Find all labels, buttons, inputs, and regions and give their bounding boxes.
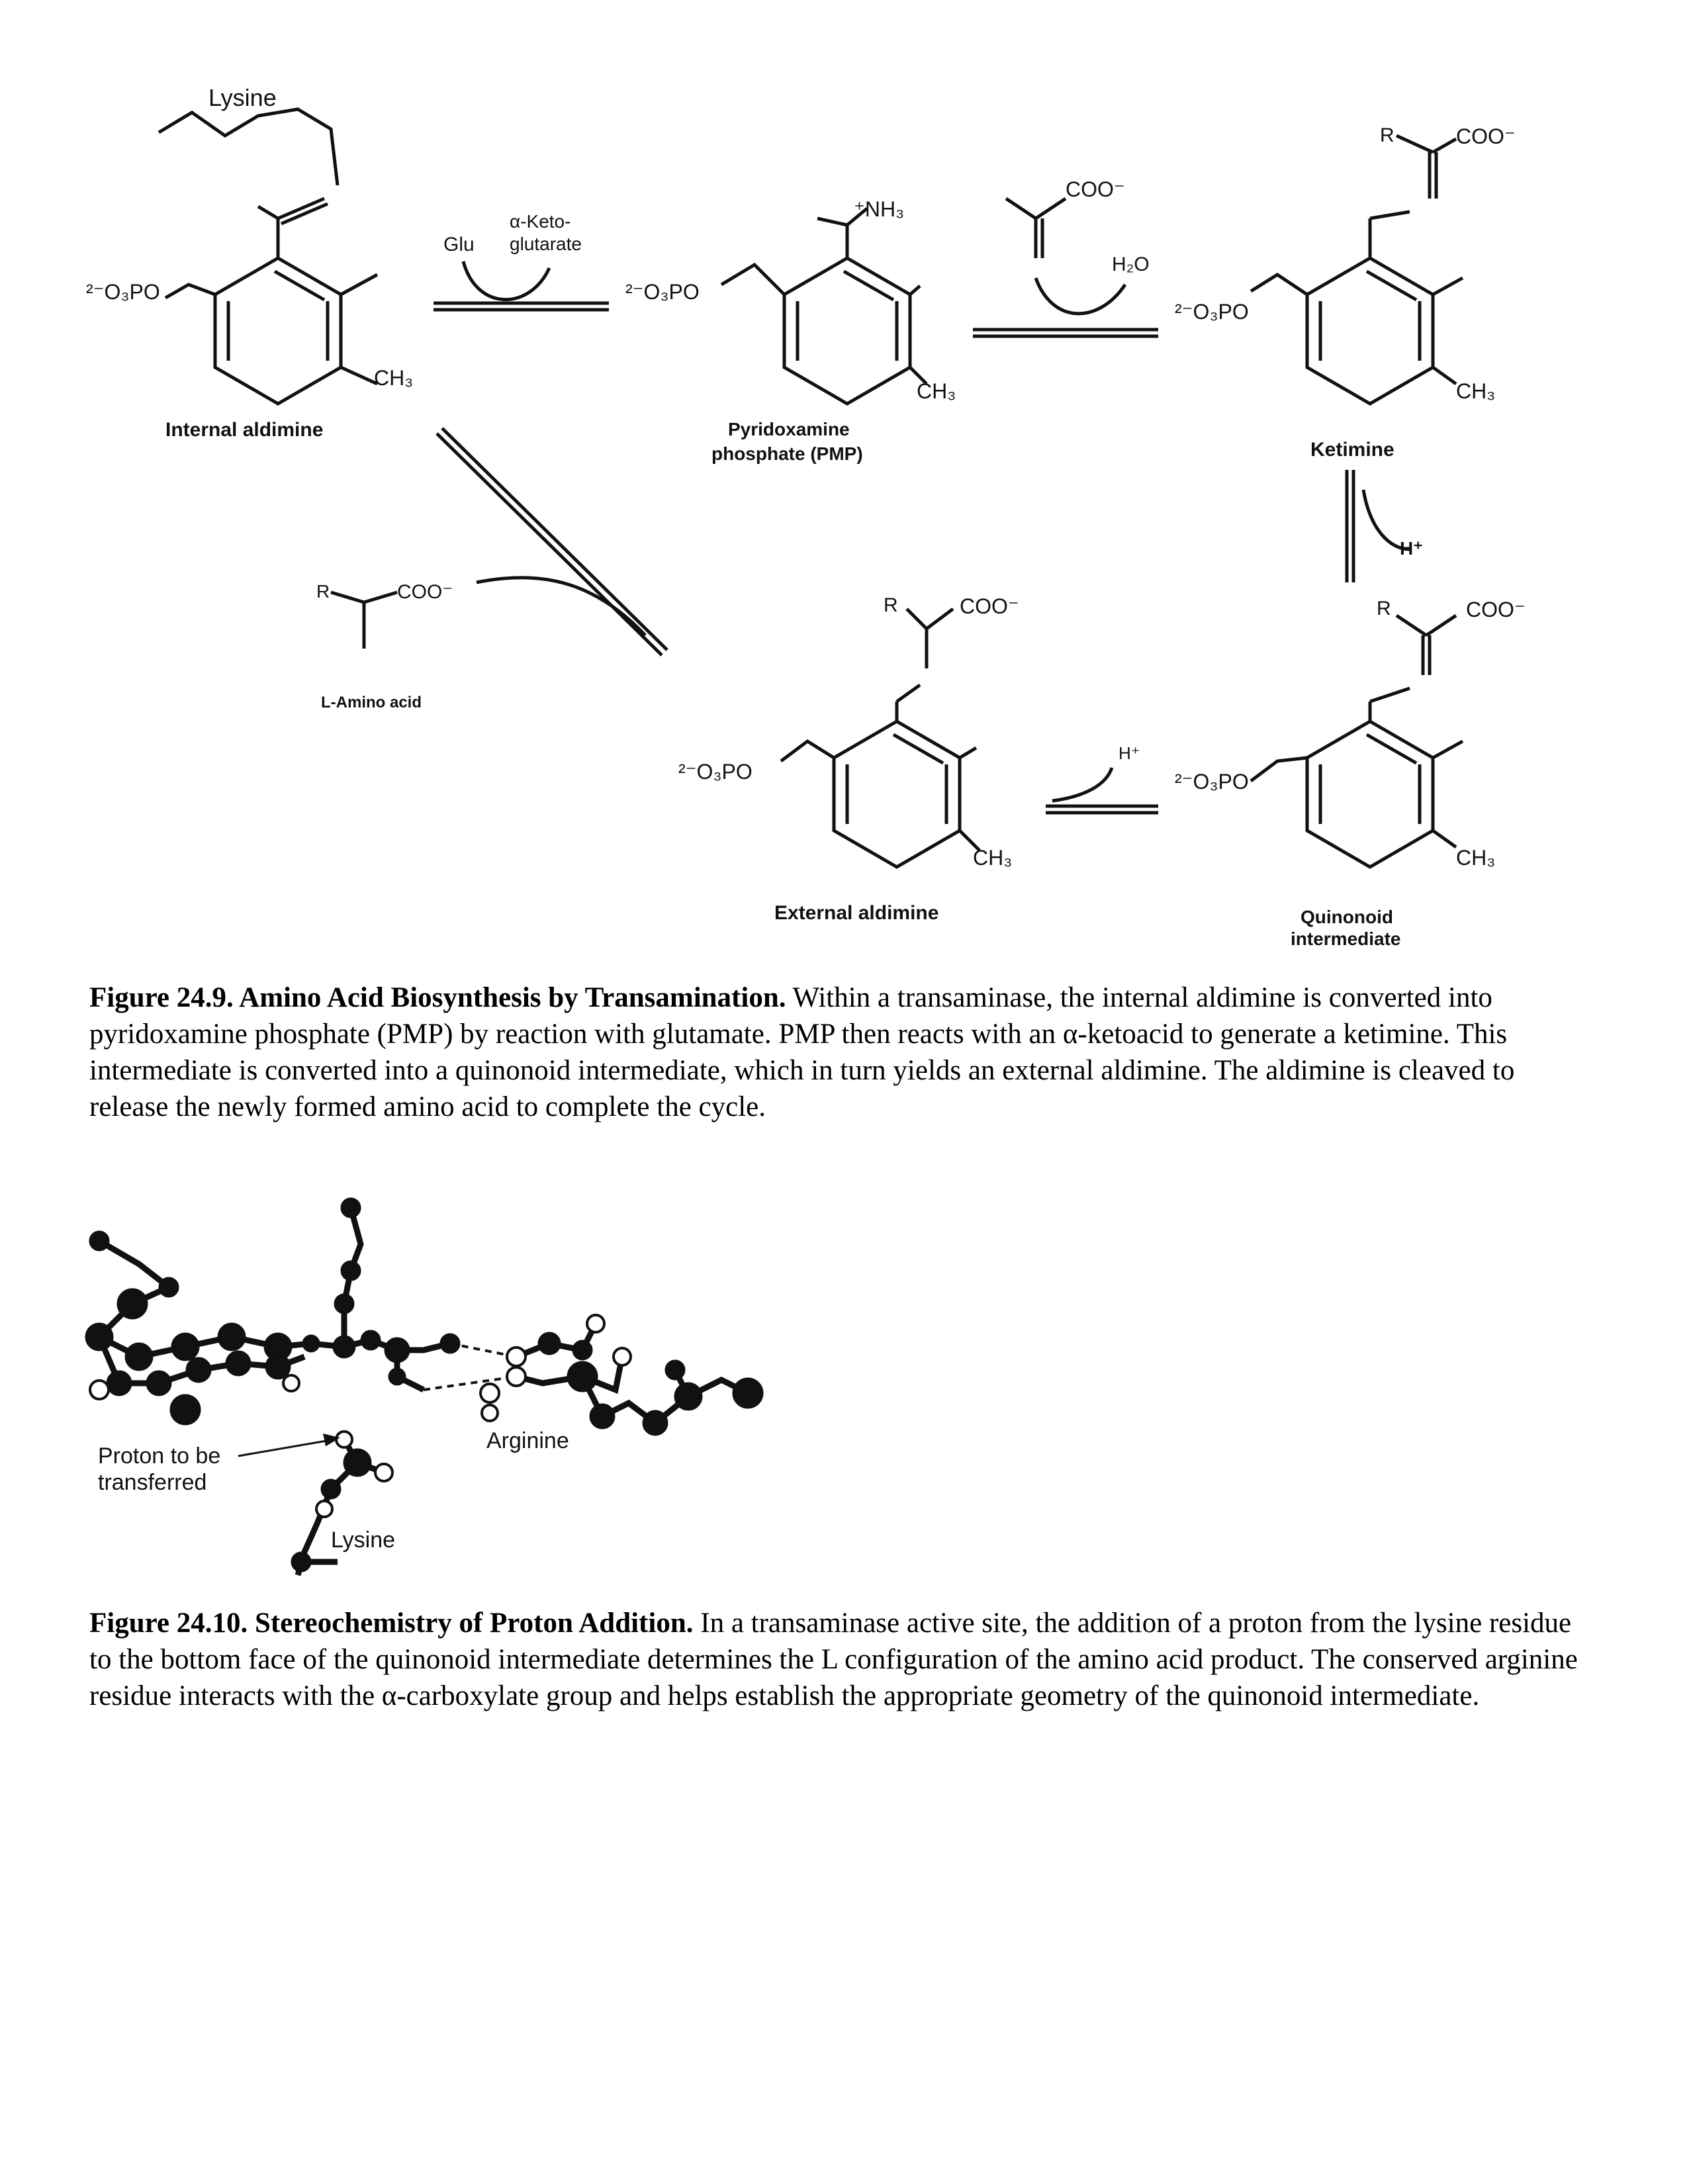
pmp-label-line1: Pyridoxamine: [728, 419, 850, 439]
coo-label-4: COO⁻: [960, 594, 1019, 618]
amino-acid-label: L-Amino acid: [321, 694, 422, 711]
quinonoid-label-line2: intermediate: [1291, 929, 1401, 949]
pmp-structure: [720, 207, 928, 404]
proton-label: Proton to be transferred: [98, 1443, 221, 1495]
equilibrium-arrow-vertical: [1345, 470, 1410, 582]
internal-aldimine-structure: [158, 107, 379, 404]
ketoglutarate-label: α-Keto- glutarate: [510, 211, 582, 254]
figure-24-10-caption-title: Figure 24.10. Stereochemistry of Proton …: [89, 1608, 694, 1639]
figure-24-10-caption-text: In a transaminase active site, the addit…: [89, 1608, 1578, 1711]
h-plus-ketimine-label: H⁺: [1400, 538, 1423, 559]
ch3-label-4: CH₃: [973, 846, 1013, 870]
ch3-label-5: CH₃: [1456, 846, 1496, 870]
glu-label: Glu: [443, 234, 475, 255]
coo-label-1: COO⁻: [1066, 177, 1125, 201]
ketimine-label: Ketimine: [1310, 439, 1394, 461]
quinonoid-structure: [1250, 614, 1464, 867]
phosphate-label-5: ²⁻O₃PO: [1175, 770, 1249, 794]
r-label-2: R: [316, 581, 330, 602]
ketoacid-structure: [973, 197, 1158, 338]
coo-label-2: COO⁻: [1456, 124, 1516, 148]
equilibrium-arrow-bottom: [1046, 767, 1158, 815]
h2o-label: H₂O: [1112, 253, 1150, 275]
active-site-ball-and-stick: [85, 1197, 764, 1576]
equilibrium-arrow-1: [434, 261, 609, 312]
phosphate-label-2: ²⁻O₃PO: [625, 280, 700, 304]
phosphate-label-1: ²⁻O₃PO: [86, 280, 160, 304]
ch3-label-3: CH₃: [1456, 379, 1496, 403]
coo-label-3: COO⁻: [397, 581, 453, 603]
phosphate-label-4: ²⁻O₃PO: [678, 760, 753, 784]
pmp-label-line2: phosphate (PMP): [711, 443, 863, 464]
quinonoid-label-line1: Quinonoid: [1301, 907, 1393, 927]
figure-24-9-caption: Figure 24.9. Amino Acid Biosynthesis by …: [89, 979, 1578, 1125]
h-plus-external-label: H⁺: [1119, 743, 1140, 763]
nh3-label: ⁺NH₃: [854, 197, 905, 221]
r-label-1: R: [1380, 124, 1394, 146]
phosphate-label-3: ²⁻O₃PO: [1175, 300, 1249, 324]
arginine-label: Arginine: [486, 1428, 569, 1453]
ch3-label-2: CH₃: [917, 379, 956, 403]
external-aldimine-label: External aldimine: [774, 902, 939, 924]
external-aldimine-structure: [780, 608, 981, 867]
figure-24-10-caption: Figure 24.10. Stereochemistry of Proton …: [89, 1605, 1578, 1714]
lysine-residue-label: Lysine: [331, 1527, 396, 1553]
lysine-label: Lysine: [208, 84, 277, 111]
figure-24-9-caption-title: Figure 24.9. Amino Acid Biosynthesis by …: [89, 982, 786, 1013]
ch3-label-1: CH₃: [374, 366, 414, 390]
amino-acid-structure: [330, 590, 398, 649]
figure-24-9-caption-text: Within a transaminase, the internal aldi…: [89, 982, 1515, 1122]
internal-aldimine-label: Internal aldimine: [165, 419, 324, 441]
r-label-4: R: [1377, 598, 1391, 619]
transamination-scheme: [158, 107, 1464, 960]
coo-label-5: COO⁻: [1466, 598, 1526, 621]
ketimine-structure: [1250, 134, 1464, 404]
r-label-3: R: [884, 594, 898, 616]
release-arrow: [435, 427, 668, 657]
